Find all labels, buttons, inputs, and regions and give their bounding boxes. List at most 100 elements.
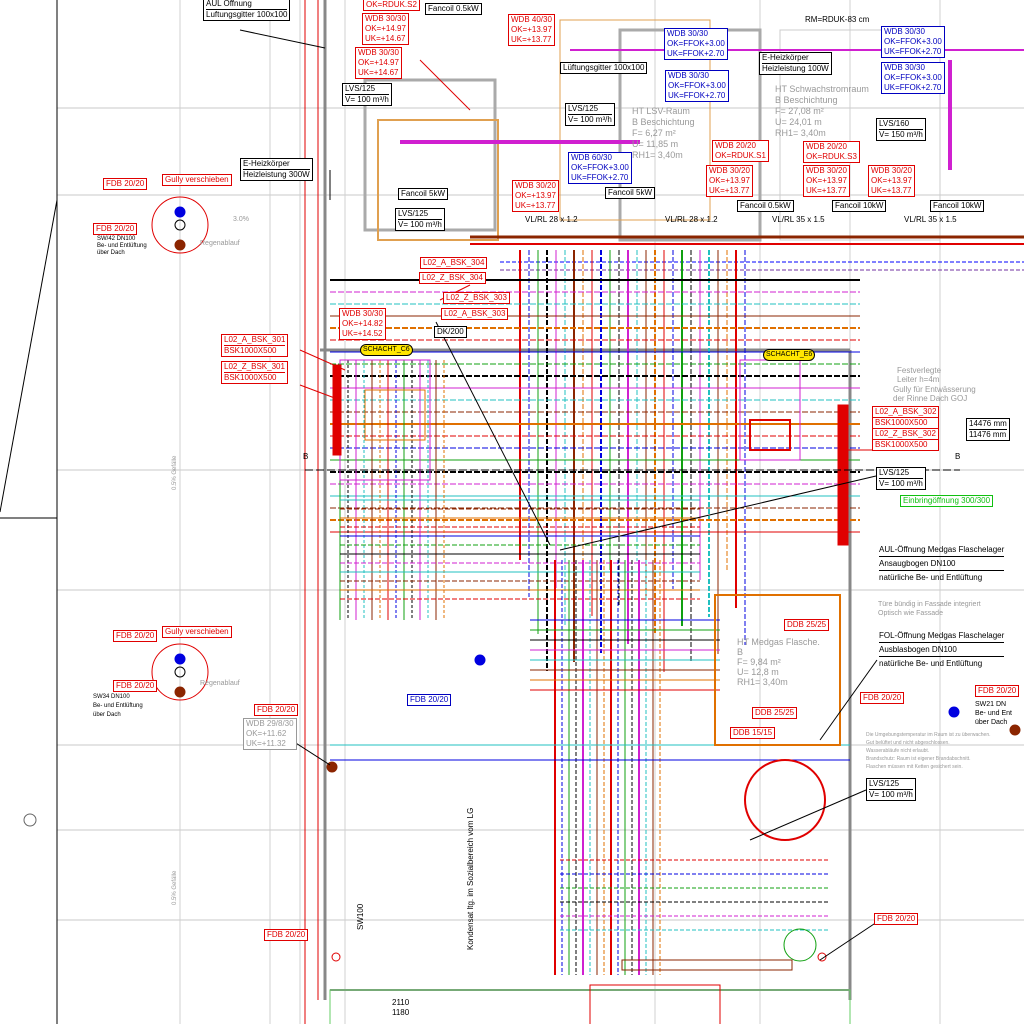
text: U= 11,85 m <box>632 139 679 149</box>
label-sw100: SW100 <box>356 903 365 930</box>
label-fdb: FDB 20/20 <box>113 680 158 692</box>
leader-line <box>299 349 346 371</box>
drain-icon <box>174 666 186 678</box>
label-gully: Gully verschieben <box>162 626 232 638</box>
text: Wasserabläufe nicht erlaubt. <box>866 748 930 754</box>
text: HT Schwachstromraum <box>775 84 869 94</box>
text: OK=RDUK.S3 <box>806 152 857 161</box>
label-fdb: FDB 20/20 <box>874 913 919 925</box>
drain-icon <box>948 706 960 718</box>
text: UK=FFOK+2.70 <box>667 49 725 58</box>
drain-icon <box>174 239 186 251</box>
text: SW21 DN <box>975 701 1007 708</box>
duct-orange <box>377 119 499 241</box>
text: Brandschutz: Raum ist eigener Brandabsch… <box>866 756 971 762</box>
text: HT LSV-Raum <box>632 106 690 116</box>
label-regenablauf: Regenablauf <box>200 240 240 247</box>
text: WDB 30/30 <box>342 309 383 318</box>
text: UK=+13.77 <box>515 201 556 210</box>
text: UK=+13.77 <box>511 35 552 44</box>
label-fdb: FDB 20/20 <box>254 704 299 716</box>
label-einbringoeffnung: Einbringöffnung 300/300 <box>900 495 994 507</box>
text: SW34 DN100 <box>93 694 130 700</box>
text: BSK1000X500 <box>224 346 277 355</box>
text: OK=+14.97 <box>358 58 399 67</box>
label-bsk: L02_A_BSK_304 <box>420 257 488 269</box>
text: WDB 30/20 <box>515 181 556 190</box>
text: HT Medgas Flasche. <box>737 637 820 647</box>
text: UK=+11.32 <box>246 739 286 748</box>
text: UK=+14.52 <box>342 329 383 338</box>
label-fdb: FDB 20/20 <box>103 178 148 190</box>
text: LVS/125 <box>398 209 442 220</box>
text: OK=+13.97 <box>515 191 556 200</box>
text: LVS/125 <box>869 779 913 790</box>
text: OK=FFOK+3.00 <box>884 37 942 46</box>
label-bsk: L02_Z_BSK_304 <box>419 272 486 284</box>
text: OK=FFOK+3.00 <box>884 73 942 82</box>
text: UK=+14.67 <box>365 34 406 43</box>
leader-line <box>419 59 471 111</box>
drain-icon <box>174 206 186 218</box>
label-regenablauf: Regenablauf <box>200 680 240 687</box>
label-fancoil: Fancoil 0.5kW <box>425 3 482 15</box>
section-marker-b-right: B <box>955 452 961 461</box>
text: AUL-Öffnung Medgas Flaschelager <box>879 545 1005 557</box>
text: 2110 <box>392 998 410 1007</box>
label-fdb: FDB 20/20 <box>975 685 1020 697</box>
label-ok-rduk-s2: OK=RDUK.S2 <box>363 0 420 11</box>
text: V= 100 m³/h <box>879 479 923 488</box>
text: OK=FFOK+3.00 <box>667 39 725 48</box>
text: OK=+13.97 <box>806 176 847 185</box>
text: B <box>737 647 744 657</box>
text: V= 100 m³/h <box>568 115 612 124</box>
text: WDB 60/30 <box>571 153 612 162</box>
text: OK=FFOK+3.00 <box>571 163 629 172</box>
text: F= 27,08 m² <box>775 106 824 116</box>
drain-icon <box>817 952 827 962</box>
room-wall <box>779 29 941 241</box>
text: Ansaugbogen DN100 <box>879 559 1005 571</box>
text: UK=FFOK+2.70 <box>571 173 629 182</box>
text: SW/42 DN100 <box>97 236 136 242</box>
shaft-label-e6: SCHACHT_E6 <box>763 349 816 361</box>
text: LVS/160 <box>879 119 923 130</box>
label-fancoil: Fancoil 5kW <box>398 188 449 200</box>
label-fdb: FDB 20/20 <box>407 694 452 706</box>
text: 11476 mm <box>969 430 1007 439</box>
text: Optisch wie Fassade <box>878 610 943 617</box>
fire-damper <box>332 364 342 456</box>
label-line: Luftungsgitter 100x100 <box>206 10 288 19</box>
label-pipe: VL/RL 35 x 1.5 <box>772 215 825 224</box>
text: RH1= 3,40m <box>775 128 826 138</box>
text: 1180 <box>392 1008 410 1017</box>
section-marker-b-left: B <box>303 452 309 461</box>
drain-icon <box>331 952 341 962</box>
text: BSK1000X500 <box>224 373 277 382</box>
label-ddb: DDB 25/25 <box>752 707 798 719</box>
text: V= 100 m³/h <box>398 220 442 229</box>
text: LVS/125 <box>345 84 389 95</box>
label-dk200: DK/200 <box>434 326 467 338</box>
label-fancoil: Fancoil 10kW <box>832 200 887 212</box>
text: WDB 20/20 <box>715 141 756 150</box>
text: LVS/125 <box>879 468 923 479</box>
text: WDB 30/30 <box>884 63 925 72</box>
text: Gut belüftet und nicht abgeschlossen. <box>866 740 950 746</box>
text: WDB 30/30 <box>667 29 708 38</box>
